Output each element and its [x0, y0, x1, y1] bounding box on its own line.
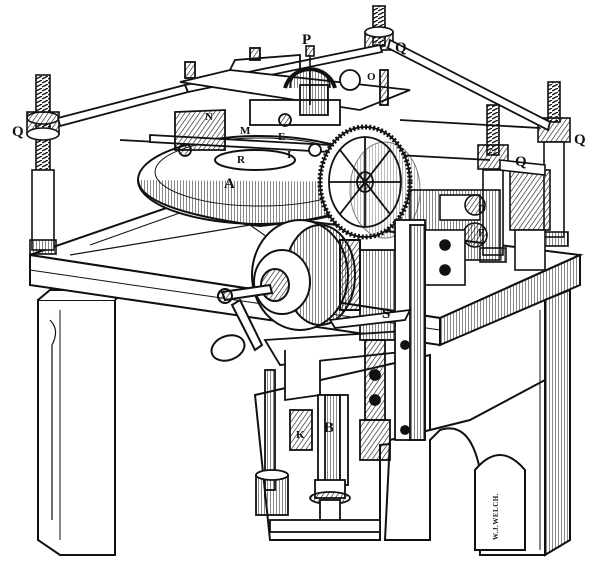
- label-f: F: [478, 227, 485, 239]
- column-left: [26, 74, 60, 255]
- label-q-right: Q: [515, 154, 527, 170]
- label-q-far-right: Q: [574, 132, 586, 148]
- upper-carriage: [149, 47, 411, 157]
- label-d: D: [478, 203, 486, 215]
- crank-handle: [210, 283, 274, 362]
- label-i: I: [287, 149, 291, 161]
- label-n: N: [205, 111, 213, 123]
- front-bracket: [263, 219, 426, 441]
- lower-spindle: [255, 369, 391, 533]
- label-q-top: Q: [395, 40, 407, 56]
- large-spur-gear: [317, 124, 421, 240]
- label-m: M: [240, 125, 251, 137]
- label-o: O: [367, 71, 376, 83]
- label-r: R: [237, 154, 246, 166]
- label-e: E: [278, 131, 285, 143]
- drive-pulley: [251, 219, 361, 331]
- callout-labels: P Q Q Q Q O N M E R I A D F S K B W.J.WE…: [12, 32, 586, 540]
- protractor-dial: [283, 45, 337, 105]
- label-b: B: [324, 420, 334, 436]
- label-p: P: [302, 32, 311, 48]
- label-q-left: Q: [12, 124, 24, 140]
- label-a: A: [224, 176, 235, 192]
- label-s: S: [382, 306, 390, 322]
- label-k: K: [296, 429, 305, 441]
- engraver-signature: W.J.WELCH.: [492, 493, 500, 540]
